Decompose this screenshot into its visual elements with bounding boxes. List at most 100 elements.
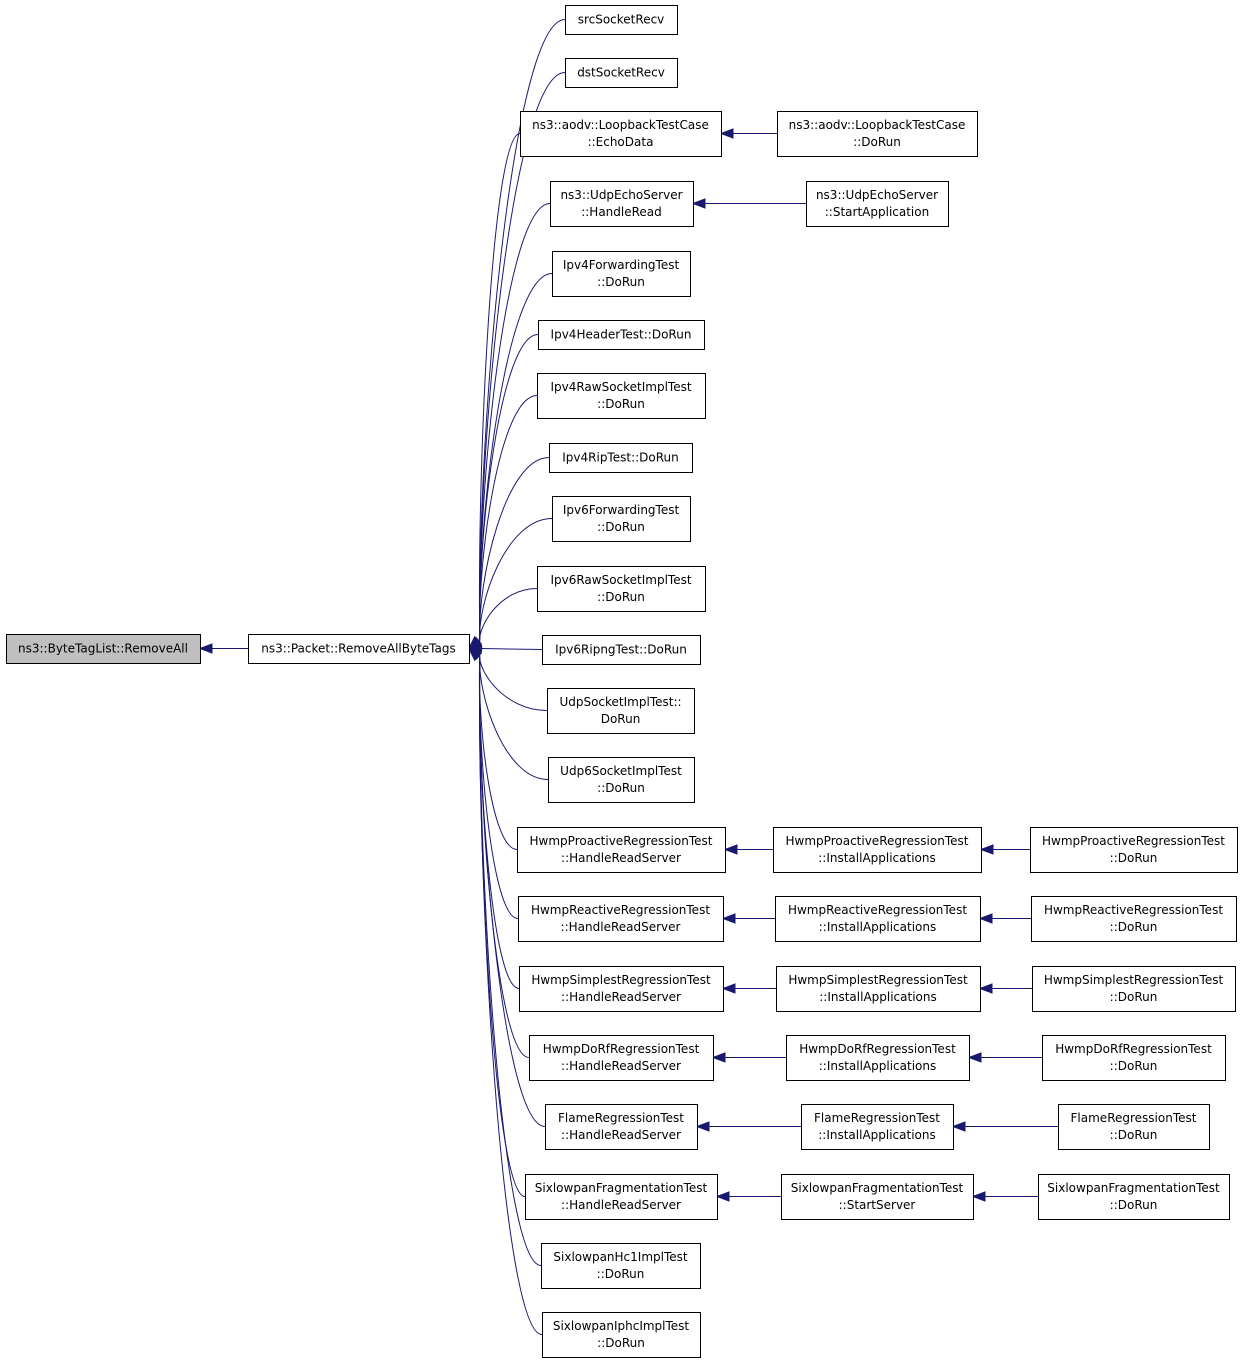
edge-arrowhead	[951, 1121, 966, 1132]
edge-n3-to-n1	[467, 72, 566, 650]
node-label: HwmpDoRfRegressionTest	[1055, 1042, 1212, 1056]
node-box	[6, 634, 201, 664]
node-label: FlameRegressionTest	[558, 1111, 684, 1125]
node-ipv4forwardingtest-dorun[interactable]: Ipv4ForwardingTest::DoRun	[552, 251, 691, 297]
node-label: HwmpDoRfRegressionTest	[543, 1042, 700, 1056]
node-sixlowpanfragmentationtest-handlereadserver[interactable]: SixlowpanFragmentationTest::HandleReadSe…	[525, 1174, 718, 1220]
edge-line	[478, 656, 518, 850]
edge-arrowhead	[971, 1191, 986, 1202]
node-label: Ipv4RipTest::DoRun	[562, 451, 679, 465]
node-ipv4headertest-dorun[interactable]: Ipv4HeaderTest::DoRun	[538, 320, 705, 350]
node-hwmpproactiveregressiontest-handlereadserver[interactable]: HwmpProactiveRegressionTest::HandleReadS…	[517, 827, 726, 873]
node-label: ::DoRun	[597, 590, 645, 604]
node-label: ::HandleReadServer	[561, 920, 681, 934]
node-flameregressiontest-dorun[interactable]: FlameRegressionTest::DoRun	[1058, 1104, 1210, 1150]
node-box	[529, 1035, 714, 1081]
edge-arrowhead	[721, 983, 736, 994]
node-hwmpreactiveregressiontest-installapplications[interactable]: HwmpReactiveRegressionTest::InstallAppli…	[775, 896, 981, 942]
node-box	[1031, 896, 1237, 942]
node-box	[777, 111, 978, 157]
node-label: ns3::UdpEchoServer	[560, 188, 682, 202]
node-box	[1042, 1035, 1226, 1081]
node-hwmpproactiveregressiontest-installapplications[interactable]: HwmpProactiveRegressionTest::InstallAppl…	[773, 827, 982, 873]
node-hwmpdorfregressiontest-dorun[interactable]: HwmpDoRfRegressionTest::DoRun	[1042, 1035, 1226, 1081]
node-label: ::DoRun	[597, 1267, 645, 1281]
node-label: Ipv4HeaderTest::DoRun	[551, 328, 692, 342]
node-ipv4riptest-dorun[interactable]: Ipv4RipTest::DoRun	[549, 443, 693, 473]
edge-n1-to-n0	[198, 643, 248, 654]
node-label: ::HandleReadServer	[561, 851, 681, 865]
node-dstsocketrecv[interactable]: dstSocketRecv	[565, 58, 678, 88]
node-label: ::InstallApplications	[819, 990, 937, 1004]
node-hwmpdorfregressiontest-installapplications[interactable]: HwmpDoRfRegressionTest::InstallApplicati…	[786, 1035, 970, 1081]
node-label: ::InstallApplications	[818, 851, 936, 865]
node-label: HwmpProactiveRegressionTest	[786, 834, 969, 848]
edge-arrowhead	[691, 198, 706, 209]
edge-line	[479, 653, 548, 711]
edge-arrowhead	[978, 983, 993, 994]
node-label: ::EchoData	[588, 135, 654, 149]
node-label: SixlowpanFragmentationTest	[535, 1181, 708, 1195]
node-sixlowpanhc1impltest-dorun[interactable]: SixlowpanHc1ImplTest::DoRun	[541, 1243, 701, 1289]
node-label: ::DoRun	[597, 1336, 645, 1350]
node-label: ::DoRun	[1110, 1059, 1158, 1073]
edge-arrowhead	[719, 128, 734, 139]
node-ns3-aodv-loopbacktestcase-dorun[interactable]: ns3::aodv::LoopbackTestCase::DoRun	[777, 111, 978, 157]
node-ipv6rawsocketimpltest-dorun[interactable]: Ipv6RawSocketImplTest::DoRun	[537, 566, 706, 612]
node-box	[547, 688, 695, 734]
node-box	[781, 1174, 974, 1220]
node-ns3-packet-removeallbytetags[interactable]: ns3::Packet::RemoveAllByteTags	[248, 634, 470, 664]
node-label: FlameRegressionTest	[814, 1111, 940, 1125]
node-label: ns3::aodv::LoopbackTestCase	[532, 118, 709, 132]
node-flameregressiontest-handlereadserver[interactable]: FlameRegressionTest::HandleReadServer	[545, 1104, 698, 1150]
node-flameregressiontest-installapplications[interactable]: FlameRegressionTest::InstallApplications	[801, 1104, 954, 1150]
edge-arrowhead	[978, 913, 993, 924]
node-box	[550, 181, 694, 227]
node-udp6socketimpltest-dorun[interactable]: Udp6SocketImplTest::DoRun	[548, 757, 695, 803]
edge-line	[479, 658, 543, 1335]
node-label: HwmpReactiveRegressionTest	[531, 903, 710, 917]
node-udpsocketimpltest-dorun[interactable]: UdpSocketImplTest::DoRun	[547, 688, 695, 734]
node-srcsocketrecv[interactable]: srcSocketRecv	[565, 5, 678, 35]
node-sixlowpaniphcimpltest-dorun[interactable]: SixlowpanIphcImplTest::DoRun	[542, 1312, 701, 1358]
node-label: HwmpProactiveRegressionTest	[1042, 834, 1225, 848]
edge-n20-to-n1	[467, 647, 519, 919]
node-hwmpproactiveregressiontest-dorun[interactable]: HwmpProactiveRegressionTest::DoRun	[1030, 827, 1238, 873]
node-box	[517, 827, 726, 873]
edge-arrowhead	[721, 913, 736, 924]
node-hwmpreactiveregressiontest-dorun[interactable]: HwmpReactiveRegressionTest::DoRun	[1031, 896, 1237, 942]
edge-line	[479, 72, 566, 639]
node-ipv4rawsocketimpltest-dorun[interactable]: Ipv4RawSocketImplTest::DoRun	[537, 373, 706, 419]
node-ipv6ripngtest-dorun[interactable]: Ipv6RipngTest::DoRun	[542, 635, 701, 665]
edge-arrowhead	[715, 1191, 730, 1202]
edge-line	[478, 657, 519, 919]
node-hwmpsimplestregressiontest-handlereadserver[interactable]: HwmpSimplestRegressionTest::HandleReadSe…	[519, 966, 724, 1012]
node-ns3-bytetaglist-removeall[interactable]: ns3::ByteTagList::RemoveAll	[6, 634, 201, 664]
node-hwmpreactiveregressiontest-handlereadserver[interactable]: HwmpReactiveRegressionTest::HandleReadSe…	[518, 896, 724, 942]
node-sixlowpanfragmentationtest-startserver[interactable]: SixlowpanFragmentationTest::StartServer	[781, 1174, 974, 1220]
edge-arrowhead	[979, 844, 994, 855]
node-box	[565, 5, 678, 35]
node-ns3-aodv-loopbacktestcase-echodata[interactable]: ns3::aodv::LoopbackTestCase::EchoData	[520, 111, 722, 157]
node-box	[1038, 1174, 1230, 1220]
node-label: DoRun	[601, 712, 641, 726]
node-box	[773, 827, 982, 873]
node-box	[248, 634, 470, 664]
node-label: ns3::UdpEchoServer	[816, 188, 938, 202]
node-sixlowpanfragmentationtest-dorun[interactable]: SixlowpanFragmentationTest::DoRun	[1038, 1174, 1230, 1220]
node-label: HwmpSimplestRegressionTest	[788, 973, 968, 987]
node-label: HwmpProactiveRegressionTest	[530, 834, 713, 848]
node-hwmpsimplestregressiontest-installapplications[interactable]: HwmpSimplestRegressionTest::InstallAppli…	[776, 966, 981, 1012]
edge-n18-to-n17	[723, 844, 773, 855]
node-box	[1032, 966, 1236, 1012]
node-hwmpdorfregressiontest-handlereadserver[interactable]: HwmpDoRfRegressionTest::HandleReadServer	[529, 1035, 714, 1081]
node-hwmpsimplestregressiontest-dorun[interactable]: HwmpSimplestRegressionTest::DoRun	[1032, 966, 1236, 1012]
node-label: ::DoRun	[1110, 990, 1158, 1004]
node-box	[541, 1243, 701, 1289]
node-ns3-udpechoserver-handleread[interactable]: ns3::UdpEchoServer::HandleRead	[550, 181, 694, 227]
edge-line	[479, 334, 539, 639]
node-ipv6forwardingtest-dorun[interactable]: Ipv6ForwardingTest::DoRun	[552, 496, 691, 542]
node-label: ::InstallApplications	[819, 920, 937, 934]
node-ns3-udpechoserver-startapplication[interactable]: ns3::UdpEchoServer::StartApplication	[806, 181, 949, 227]
